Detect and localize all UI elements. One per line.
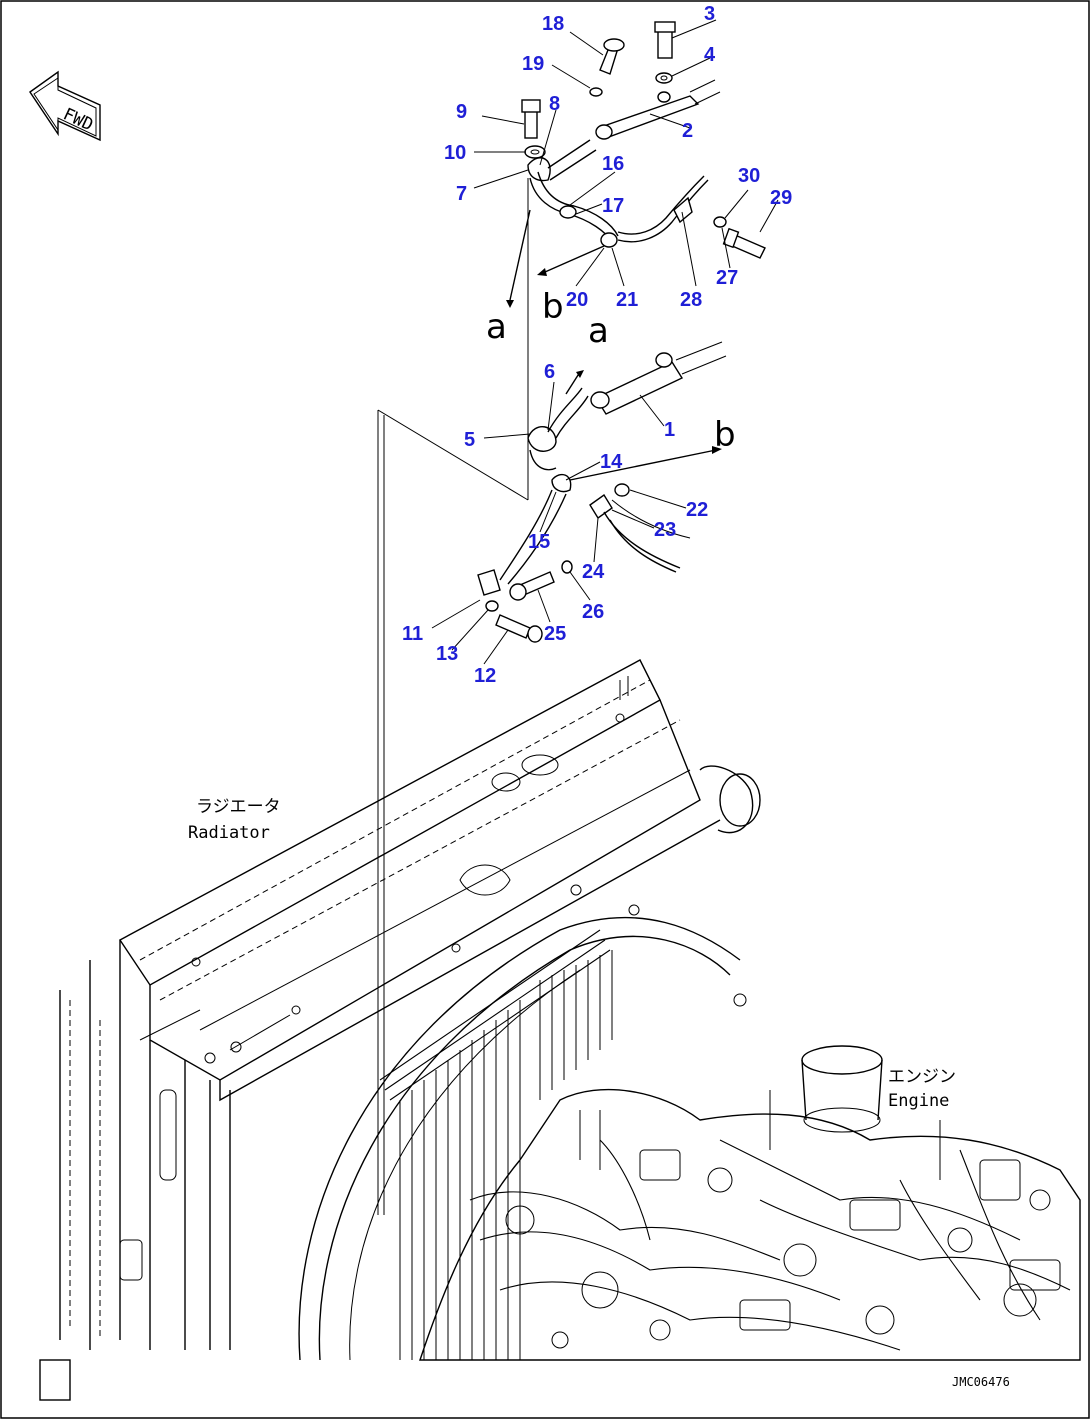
callout-3: 3 <box>704 3 715 25</box>
callout-23: 23 <box>654 519 676 541</box>
callout-8: 8 <box>549 93 560 115</box>
callout-25: 25 <box>544 623 566 645</box>
radiator-label: ラジエータ Radiator <box>188 797 281 843</box>
connector-a-lower: a <box>588 311 609 351</box>
callout-15: 15 <box>528 531 550 553</box>
radiator-label-en: Radiator <box>188 823 270 843</box>
callout-7: 7 <box>456 183 467 205</box>
callout-12: 12 <box>474 665 496 687</box>
radiator-label-jp: ラジエータ <box>196 797 281 817</box>
callout-27: 27 <box>716 267 738 289</box>
callout-17: 17 <box>602 195 624 217</box>
middle-pipe-assembly <box>477 341 727 643</box>
callout-13: 13 <box>436 643 458 665</box>
callout-20: 20 <box>566 289 588 311</box>
callout-19: 19 <box>522 53 544 75</box>
engine-label-en: Engine <box>888 1091 949 1111</box>
engine-assembly <box>419 1045 1081 1361</box>
engine-label: エンジン Engine <box>888 1067 956 1111</box>
engine-label-jp: エンジン <box>888 1067 956 1087</box>
leader-lines <box>431 19 779 665</box>
connector-b-lower: b <box>714 415 736 455</box>
callout-29: 29 <box>770 187 792 209</box>
callout-14: 14 <box>600 451 623 473</box>
callout-1: 1 <box>664 419 675 441</box>
callout-18: 18 <box>542 13 564 35</box>
callout-5: 5 <box>464 429 475 451</box>
callout-4: 4 <box>704 44 716 66</box>
fwd-arrow-icon: FWD <box>29 70 101 142</box>
callout-11: 11 <box>402 623 423 645</box>
callout-9: 9 <box>456 101 467 123</box>
callout-28: 28 <box>680 289 702 311</box>
upper-pipe-assembly <box>506 21 766 308</box>
radiator-assembly <box>39 659 761 1401</box>
callout-26: 26 <box>582 601 604 623</box>
callout-30: 30 <box>738 165 760 187</box>
callout-6: 6 <box>544 361 555 383</box>
connector-a-upper: a <box>486 307 507 347</box>
callout-21: 21 <box>616 289 638 311</box>
connector-b-upper: b <box>542 287 564 327</box>
callout-numbers: 1 2 3 4 5 6 7 8 9 10 11 12 13 14 15 16 1… <box>402 3 792 687</box>
callout-16: 16 <box>602 153 624 175</box>
drawing-code: JMC06476 <box>952 1375 1010 1389</box>
callout-24: 24 <box>582 561 605 583</box>
callout-22: 22 <box>686 499 708 521</box>
callout-10: 10 <box>444 142 466 164</box>
callout-2: 2 <box>682 120 693 142</box>
